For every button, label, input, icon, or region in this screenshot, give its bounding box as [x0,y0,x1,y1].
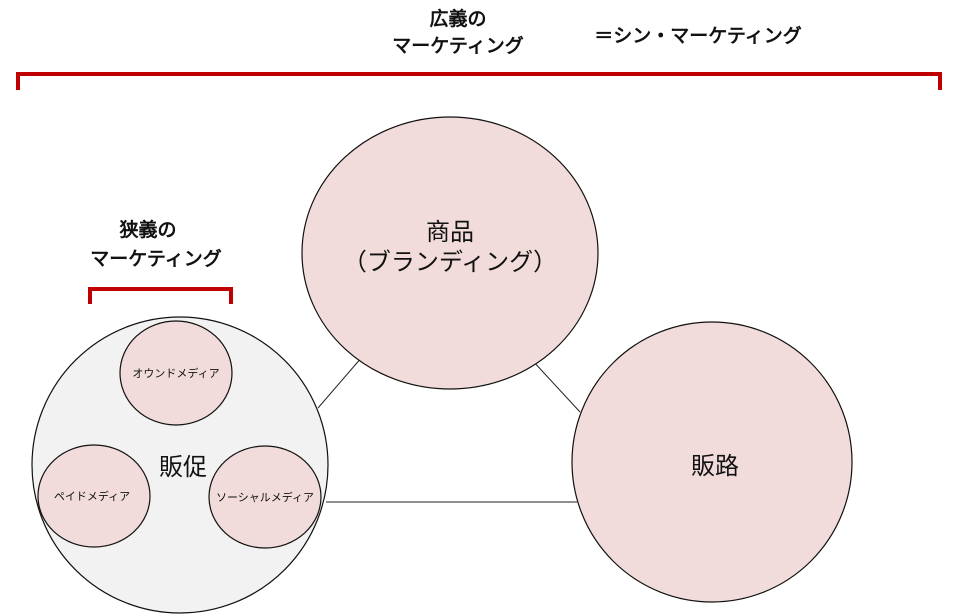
narrow-marketing-bracket [88,287,233,304]
channel-label: 販路 [691,453,739,480]
owned-media-circle [119,320,233,426]
product-label: 商品 [426,219,474,246]
broad-marketing-label-1: 広義の [429,7,486,30]
social-media-label: ソーシャルメディア [216,490,314,504]
narrow-marketing-label-1: 狭義の [118,218,176,241]
paid-media-circle [37,444,151,548]
product-circle [301,116,599,390]
owned-media-label: オウンドメディア [132,366,219,380]
social-media-circle [208,445,322,549]
promotion-label: 販促 [159,454,207,481]
connector-product-channel [531,359,581,413]
broad-marketing-bracket [16,72,942,90]
shin-marketing-label: ＝シン・マーケティング [594,24,801,47]
branding-label: （ブランディング） [343,249,557,276]
paid-media-label: ペイドメディア [54,489,130,503]
connector-promo-product [317,356,363,409]
channel-circle [571,321,853,603]
broad-marketing-label-2: マーケティング [392,34,523,57]
narrow-marketing-label-2: マーケティング [90,247,221,270]
